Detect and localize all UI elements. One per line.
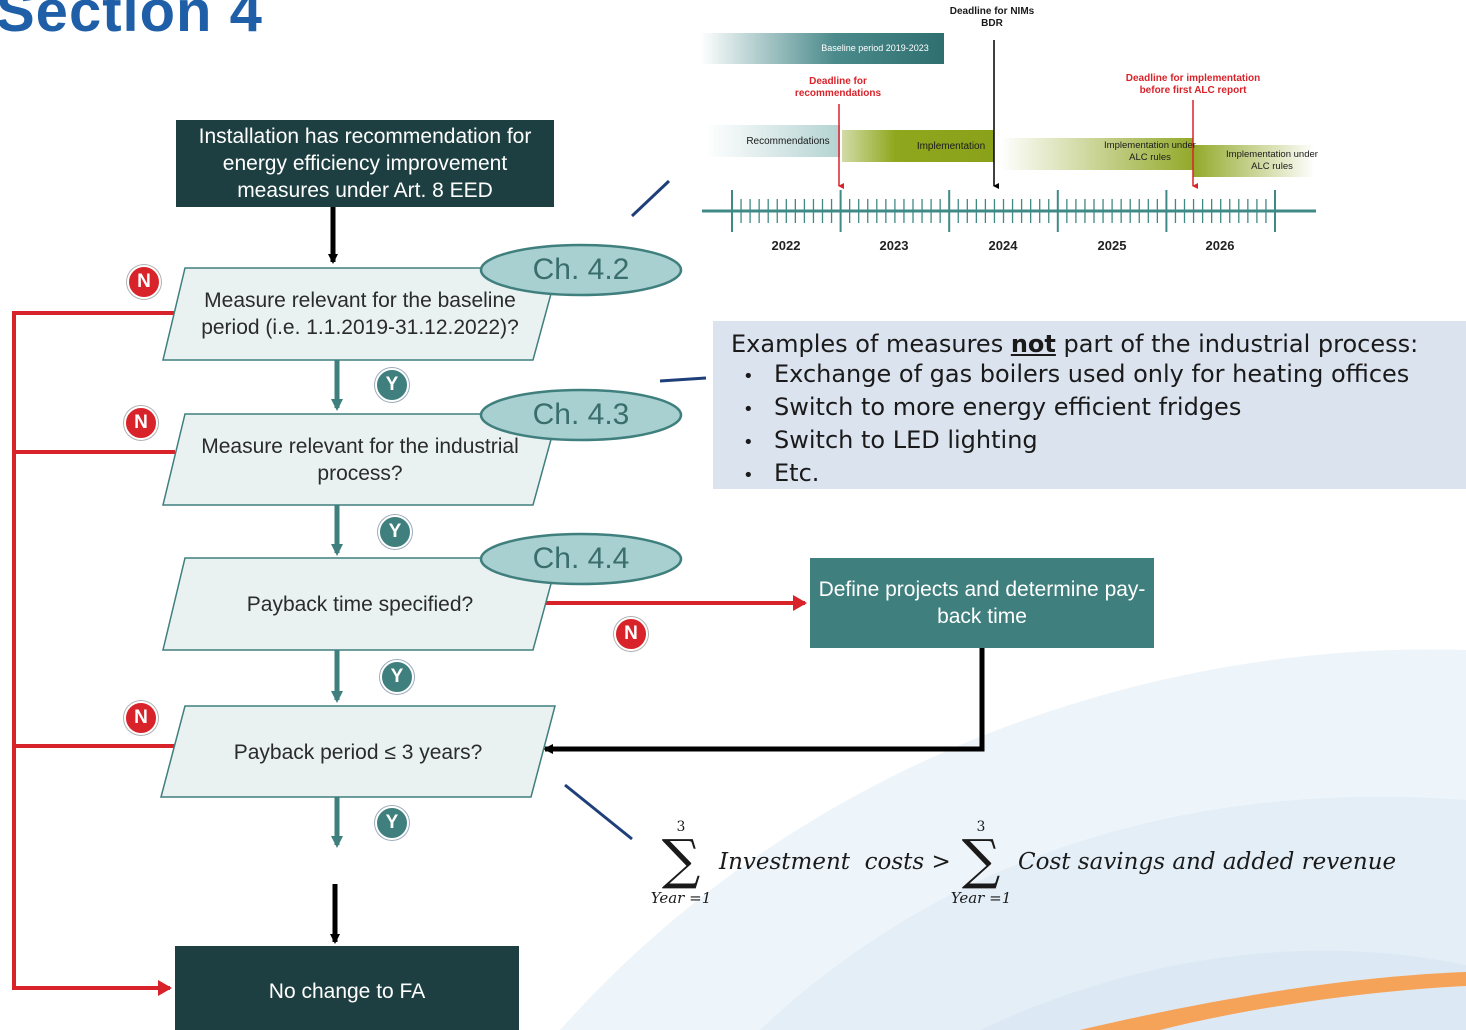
decision-q4-text: Payback period ≤ 3 years? — [233, 740, 483, 764]
chapter-42-label: Ch. 4.2 — [532, 253, 630, 286]
chapter-42-shape — [479, 243, 683, 297]
timeline-year-label: 2025 — [1097, 238, 1127, 253]
deadline-nims-label: Deadline for NIMs BDR — [949, 6, 1035, 29]
define-projects-box: Define projects and determine pay-back t… — [810, 558, 1154, 648]
deadline-implementation-label: Deadline for implementation before first… — [1125, 73, 1261, 96]
decision-q2-text: Measure relevant for the industrial proc… — [201, 435, 519, 485]
arrow-define-q4 — [543, 648, 985, 754]
chapter-43-shape — [479, 388, 683, 442]
timeline-recommendations-label: Recommendations — [746, 136, 830, 147]
decision-q4-shape — [160, 705, 556, 798]
examples-box: Examples of measures not part of the ind… — [713, 321, 1466, 489]
examples-item: Switch to more energy efficient fridges — [743, 392, 1466, 425]
no-badge: N — [124, 406, 158, 440]
timeline-year-label: 2024 — [988, 238, 1018, 253]
callout-line-examples — [659, 376, 707, 383]
no-badge: N — [127, 265, 161, 299]
examples-item: Switch to LED lighting — [743, 425, 1466, 458]
yes-badge: Y — [378, 515, 412, 549]
timeline-year-label: 2026 — [1205, 238, 1235, 253]
chapter-43-label: Ch. 4.3 — [532, 398, 630, 431]
timeline-implementation-bar — [842, 130, 994, 162]
formula-sum-upper: 3 — [676, 819, 686, 835]
decision-q3-shape — [162, 557, 559, 651]
timeline-year-label: 2022 — [771, 238, 801, 253]
page-title: Section 4 — [0, 0, 263, 44]
examples-list: Exchange of gas boilers used only for he… — [731, 359, 1466, 491]
decision-q2-shape — [162, 413, 559, 506]
formula-sum-lower: Year =1 — [950, 889, 1012, 907]
decision-q3-text: Payback time specified? — [246, 592, 474, 616]
sigma-icon: ∑ — [961, 828, 1001, 891]
no-badge: N — [124, 701, 158, 735]
yes-badge: Y — [375, 806, 409, 840]
no-badge: N — [614, 617, 648, 651]
arrow-no-loop — [12, 311, 175, 996]
callout-line-formula — [564, 783, 633, 841]
yes-badge: Y — [380, 660, 414, 694]
chapter-44-label: Ch. 4.4 — [532, 542, 630, 575]
deadline-recommendations-label: Deadline for recommendations — [794, 76, 882, 99]
formula-sum-lower: Year =1 — [650, 889, 712, 907]
timeline-recommendations-bar — [706, 125, 840, 157]
formula-left-term: Investment costs > — [719, 849, 951, 875]
chapter-44-shape — [479, 532, 683, 586]
start-box: Installation has recommendation for ener… — [176, 120, 554, 207]
end-box: No change to FA — [175, 946, 519, 1030]
timeline-implementation-label: Implementation — [916, 141, 986, 152]
timeline-alc-label: Implementation under ALC rules — [1226, 149, 1318, 172]
timeline-baseline-bar — [700, 33, 944, 64]
formula-sum-upper: 3 — [976, 819, 986, 835]
callout-line-timeline — [630, 179, 671, 218]
examples-item: Exchange of gas boilers used only for he… — [743, 359, 1466, 392]
decision-q1-text: Measure relevant for the baseline period… — [201, 289, 519, 339]
timeline-alc-bar — [1000, 138, 1193, 170]
timeline-baseline-label: Baseline period 2019-2023 — [821, 43, 929, 53]
decision-q1-shape — [162, 267, 559, 361]
timeline-alc-label: Implementation under ALC rules — [1104, 140, 1196, 163]
examples-item: Etc. — [743, 458, 1466, 491]
formula-right-term: Cost savings and added revenue — [1018, 849, 1397, 875]
examples-heading: Examples of measures not part of the ind… — [731, 330, 1419, 358]
sigma-icon: ∑ — [661, 828, 701, 891]
yes-badge: Y — [375, 368, 409, 402]
timeline-year-label: 2023 — [879, 238, 909, 253]
timeline-alc-bar — [1193, 145, 1315, 177]
timeline-ticks — [731, 190, 1276, 232]
